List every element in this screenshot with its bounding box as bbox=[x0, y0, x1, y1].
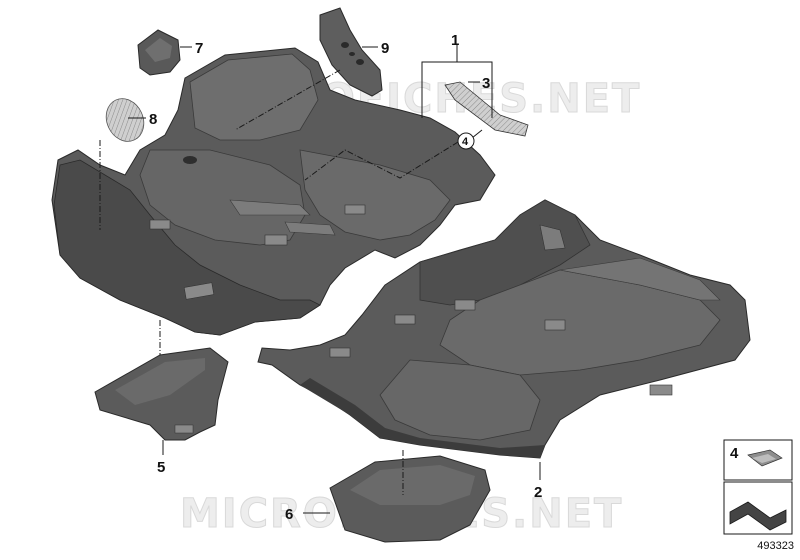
strip-symbol-icon bbox=[729, 501, 787, 531]
callout-1[interactable]: 1 bbox=[451, 32, 459, 49]
callout-2[interactable]: 2 bbox=[534, 484, 542, 501]
side-bracket[interactable] bbox=[319, 7, 383, 97]
callout-4-circle bbox=[457, 132, 475, 150]
small-cover-part[interactable] bbox=[137, 29, 181, 76]
callout-3[interactable]: 3 bbox=[482, 75, 490, 92]
callout-8[interactable]: 8 bbox=[149, 111, 157, 128]
clip-icon-highlight bbox=[752, 454, 776, 463]
callout-6[interactable]: 6 bbox=[285, 506, 293, 523]
insulation-pad-front[interactable] bbox=[94, 347, 229, 441]
callout-5[interactable]: 5 bbox=[157, 459, 165, 476]
callout-4[interactable]: 4 bbox=[462, 136, 469, 148]
legend-part-4-number: 4 bbox=[730, 445, 739, 462]
diagram-id: 493323 bbox=[757, 540, 794, 552]
round-pad[interactable] bbox=[99, 92, 150, 147]
trim-strip[interactable] bbox=[444, 81, 529, 137]
legend-part-4[interactable]: 4 bbox=[723, 439, 793, 481]
callout-9[interactable]: 9 bbox=[381, 40, 389, 57]
legend-symbol bbox=[723, 481, 793, 535]
callout-7[interactable]: 7 bbox=[195, 40, 203, 57]
front-floor-covering[interactable] bbox=[51, 47, 496, 336]
leader-lines bbox=[99, 45, 541, 514]
insulation-pad-rear[interactable] bbox=[329, 455, 491, 543]
rear-floor-covering[interactable] bbox=[257, 199, 751, 459]
